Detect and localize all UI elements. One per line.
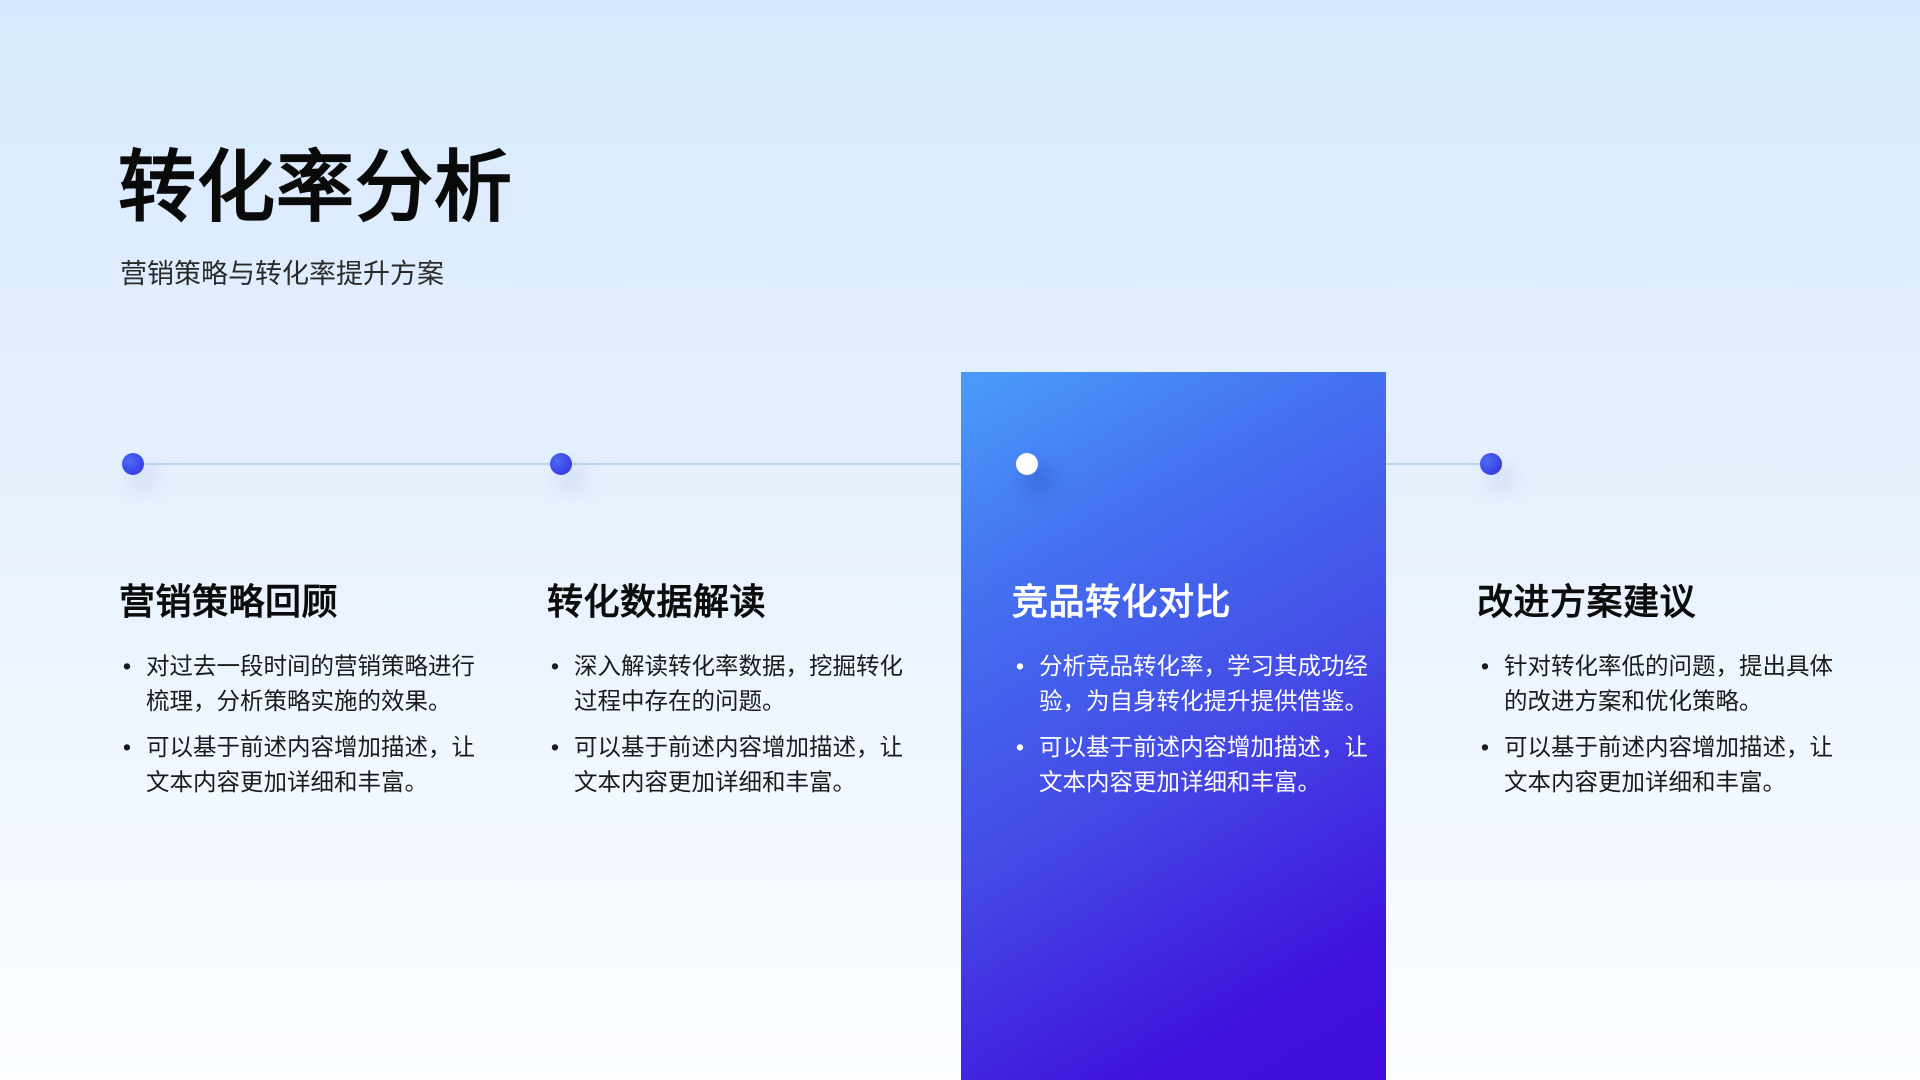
step-bullet-item: •对过去一段时间的营销策略进行梳理，分析策略实施的效果。	[119, 649, 479, 718]
bullet-icon: •	[550, 653, 560, 680]
timeline-line	[132, 463, 1492, 465]
step-bullet-item: •可以基于前述内容增加描述，让文本内容更加详细和丰富。	[119, 730, 479, 799]
bullet-icon: •	[122, 653, 132, 680]
active-step-card	[961, 372, 1386, 1080]
step-bullet-list: •对过去一段时间的营销策略进行梳理，分析策略实施的效果。 •可以基于前述内容增加…	[119, 649, 479, 799]
step-bullet-list: •深入解读转化率数据，挖掘转化过程中存在的问题。 •可以基于前述内容增加描述，让…	[547, 649, 907, 799]
step-column-1: 营销策略回顾 •对过去一段时间的营销策略进行梳理，分析策略实施的效果。 •可以基…	[119, 580, 479, 811]
step-column-2: 转化数据解读 •深入解读转化率数据，挖掘转化过程中存在的问题。 •可以基于前述内…	[547, 580, 907, 811]
step-title: 竞品转化对比	[1012, 581, 1232, 622]
step-bullet-item: •可以基于前述内容增加描述，让文本内容更加详细和丰富。	[547, 730, 907, 799]
page-title: 转化率分析	[118, 143, 514, 231]
page-subtitle: 营销策略与转化率提升方案	[120, 259, 444, 289]
step-title: 改进方案建议	[1477, 581, 1697, 622]
bullet-icon: •	[1015, 653, 1025, 680]
step-bullet-item: •深入解读转化率数据，挖掘转化过程中存在的问题。	[547, 649, 907, 718]
step-bullet-list: •针对转化率低的问题，提出具体的改进方案和优化策略。 •可以基于前述内容增加描述…	[1477, 649, 1837, 799]
step-bullet-item: •可以基于前述内容增加描述，让文本内容更加详细和丰富。	[1012, 730, 1372, 799]
step-title: 营销策略回顾	[119, 581, 339, 622]
bullet-icon: •	[1480, 653, 1490, 680]
bullet-icon: •	[550, 734, 560, 761]
timeline-dot-3-active	[1016, 453, 1038, 475]
timeline-dot-2	[550, 453, 572, 475]
step-title: 转化数据解读	[547, 581, 767, 622]
step-bullet-list: •分析竞品转化率，学习其成功经验，为自身转化提升提供借鉴。 •可以基于前述内容增…	[1012, 649, 1372, 799]
step-bullet-item: •针对转化率低的问题，提出具体的改进方案和优化策略。	[1477, 649, 1837, 718]
bullet-icon: •	[1480, 734, 1490, 761]
step-column-3-active: 竞品转化对比 •分析竞品转化率，学习其成功经验，为自身转化提升提供借鉴。 •可以…	[1012, 580, 1372, 811]
timeline-dot-1	[122, 453, 144, 475]
timeline-dot-4	[1480, 453, 1502, 475]
step-bullet-item: •分析竞品转化率，学习其成功经验，为自身转化提升提供借鉴。	[1012, 649, 1372, 718]
bullet-icon: •	[1015, 734, 1025, 761]
step-bullet-item: •可以基于前述内容增加描述，让文本内容更加详细和丰富。	[1477, 730, 1837, 799]
step-column-4: 改进方案建议 •针对转化率低的问题，提出具体的改进方案和优化策略。 •可以基于前…	[1477, 580, 1837, 811]
bullet-icon: •	[122, 734, 132, 761]
